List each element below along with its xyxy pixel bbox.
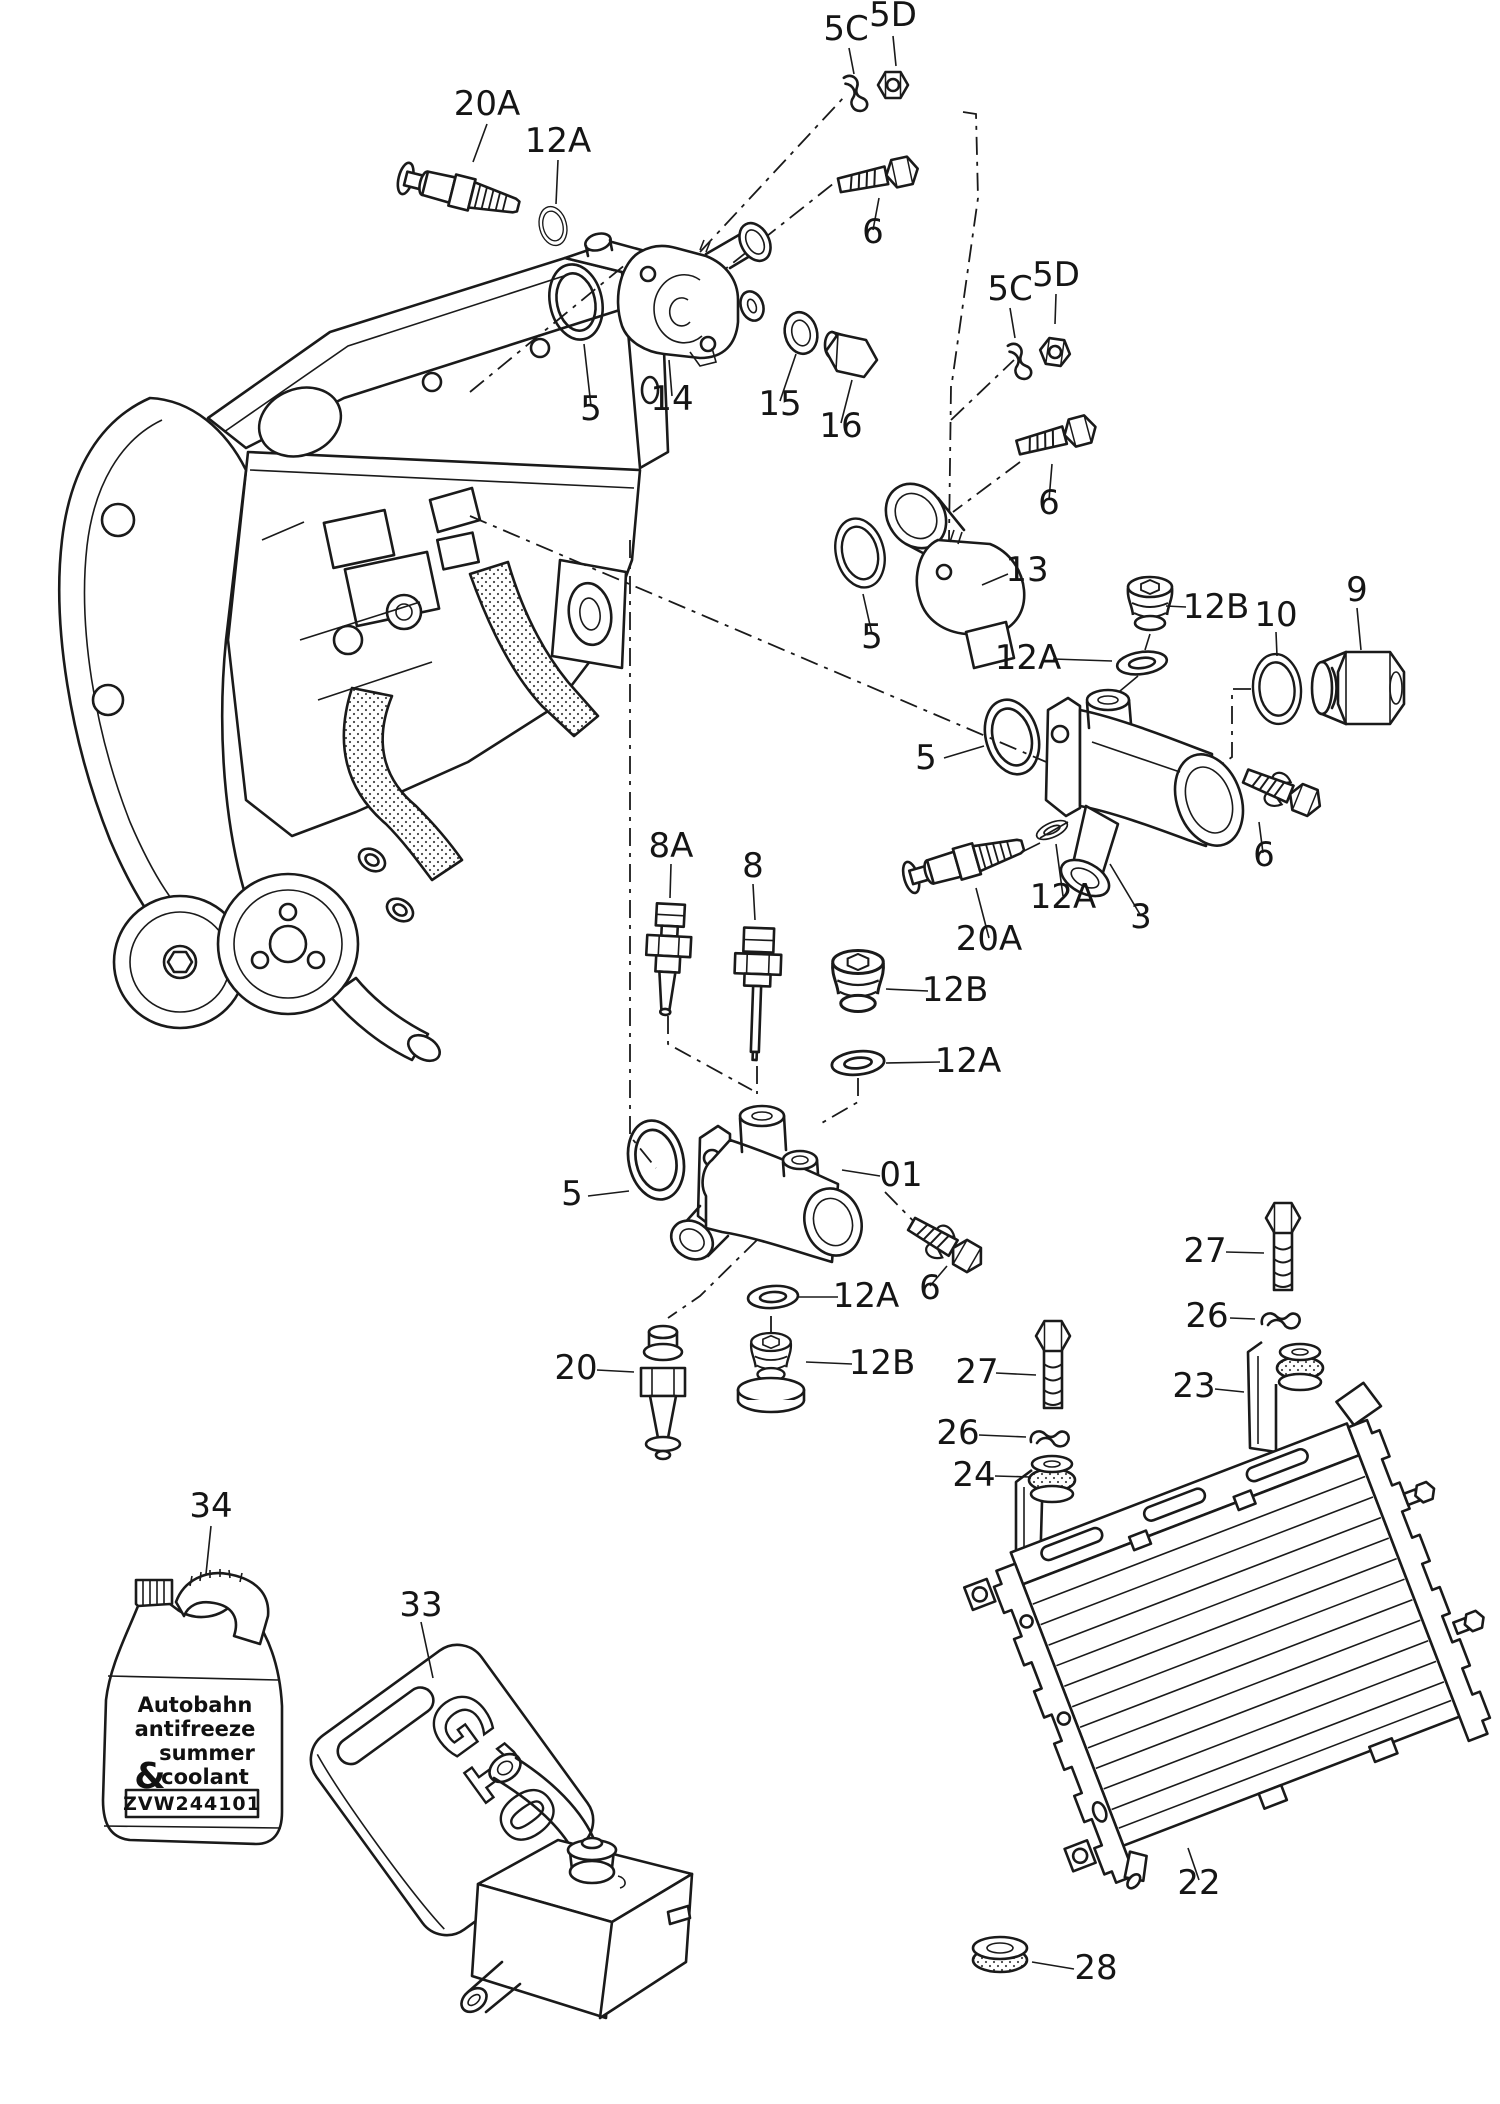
part-sender-20a-top — [393, 159, 524, 224]
part-plug-12b-c — [736, 1331, 806, 1414]
callout-5d-top: 5D — [869, 0, 917, 35]
callout-12a-d: 12A — [1030, 877, 1097, 917]
callout-9: 9 — [1346, 570, 1368, 610]
jug-label-code: ZVW244101 — [123, 1793, 261, 1815]
hose — [468, 560, 600, 738]
callout-24: 24 — [952, 1455, 995, 1495]
part-plug-9 — [1310, 650, 1406, 726]
callout-20a-2: 20A — [956, 919, 1023, 959]
callout-23: 23 — [1172, 1366, 1215, 1406]
callout-12a-b: 12A — [935, 1041, 1002, 1081]
callout-28: 28 — [1074, 1948, 1117, 1988]
part-bolt-6-top — [835, 153, 922, 201]
part-nut-5d-2 — [1037, 335, 1073, 369]
part-nut-5d-top — [876, 70, 910, 100]
part-clip-26-right — [1260, 1312, 1301, 1330]
callout-5c-2: 5C — [987, 269, 1032, 309]
part-sender-20a-2 — [898, 828, 1029, 897]
part-washer-12a-a — [1114, 647, 1170, 679]
callout-26-left: 26 — [936, 1413, 979, 1453]
leader-lines — [205, 35, 1362, 1970]
part-clip-5c-top — [838, 71, 871, 116]
jug-label-line2: antifreeze — [135, 1717, 256, 1741]
callout-6-c: 6 — [919, 1268, 941, 1308]
callout-5c-top: 5C — [823, 9, 868, 49]
callout-6-b: 6 — [1253, 835, 1275, 875]
part-bolt-27-right — [1264, 1201, 1302, 1292]
part-expansion-tank — [460, 1836, 694, 2020]
callout-33: 33 — [399, 1585, 442, 1625]
callout-6-2: 6 — [1038, 483, 1060, 523]
part-bolt-6-b — [1239, 761, 1327, 821]
part-outlet-flange-13 — [884, 482, 1026, 670]
callout-8a: 8A — [649, 826, 694, 866]
callout-12b-c: 12B — [849, 1343, 916, 1383]
part-thermostat-flange-14 — [616, 221, 772, 367]
jug-label-line1: Autobahn — [138, 1693, 253, 1717]
callout-12a-a: 12A — [995, 638, 1062, 678]
part-bracket-23 — [1246, 1340, 1325, 1454]
callout-5-c: 5 — [915, 738, 937, 778]
callout-3: 3 — [1130, 897, 1152, 937]
callout-01: 01 — [879, 1155, 922, 1195]
jug-label-line3: summer — [159, 1741, 255, 1765]
hose-clamp — [357, 847, 387, 873]
callout-27-left: 27 — [955, 1352, 998, 1392]
part-bolt-6-2 — [1013, 412, 1101, 463]
part-washer-12a-b — [829, 1047, 887, 1079]
callout-34: 34 — [189, 1486, 232, 1526]
part-oring-5d — [619, 1113, 693, 1207]
hose — [342, 686, 464, 882]
callout-16: 16 — [819, 406, 862, 446]
part-bolt-27-left — [1034, 1319, 1072, 1410]
canister-spout — [488, 1752, 522, 1784]
callout-26-right: 26 — [1185, 1296, 1228, 1336]
callout-8: 8 — [742, 846, 764, 886]
callout-6-top: 6 — [862, 212, 884, 252]
callout-20a-top: 20A — [454, 84, 521, 124]
timing-cover — [58, 396, 258, 968]
callout-22: 22 — [1177, 1863, 1220, 1903]
part-thermostat-housing-01 — [669, 1104, 863, 1264]
callout-5-b: 5 — [861, 617, 883, 657]
part-seal-15 — [783, 310, 819, 356]
part-sender-20 — [639, 1324, 687, 1461]
part-water-housing-3 — [1044, 688, 1245, 898]
callout-5d-2: 5D — [1032, 255, 1080, 295]
callout-12b-b: 12B — [922, 970, 989, 1010]
part-radiator-22 — [962, 1381, 1492, 1890]
callout-12a-top: 12A — [525, 121, 592, 161]
callout-20: 20 — [554, 1348, 597, 1388]
hose-clamp — [385, 897, 415, 923]
part-oring-5c — [975, 692, 1049, 782]
part-washer-12a-c — [745, 1282, 801, 1312]
callout-27-right: 27 — [1183, 1231, 1226, 1271]
part-oring-5b — [827, 512, 893, 594]
callout-5-d: 5 — [561, 1174, 583, 1214]
distributor — [322, 508, 396, 570]
engine-assembly — [58, 232, 670, 1063]
part-plug-16 — [823, 330, 879, 379]
part-washer-12a-d — [1033, 815, 1071, 845]
part-grommet-28 — [971, 1935, 1029, 1974]
part-sensor-8 — [733, 926, 783, 1062]
callout-13: 13 — [1005, 550, 1048, 590]
part-plug-12b-a — [1126, 575, 1174, 632]
part-ring-10 — [1248, 650, 1306, 728]
part-plug-12b-b — [831, 949, 885, 1013]
callout-12a-c: 12A — [833, 1276, 900, 1316]
callout-15: 15 — [758, 384, 801, 424]
part-seal-12a-top — [534, 202, 572, 250]
callout-10: 10 — [1254, 595, 1297, 635]
callout-14: 14 — [650, 379, 693, 419]
callout-labels: 5C 5D 6 20A 12A 5 14 15 16 5C 5D 6 13 5 … — [189, 0, 1367, 1988]
part-clip-26-left — [1029, 1430, 1070, 1448]
jug-label-line4: coolant — [161, 1765, 249, 1789]
callout-5-a: 5 — [580, 389, 602, 429]
callout-12b-a: 12B — [1183, 587, 1250, 627]
part-sensor-8a — [644, 902, 693, 1017]
part-clip-5c-2 — [1002, 339, 1035, 384]
part-coolant-jug-34: Autobahn antifreeze summer coolant & ZVW… — [101, 1569, 284, 1846]
